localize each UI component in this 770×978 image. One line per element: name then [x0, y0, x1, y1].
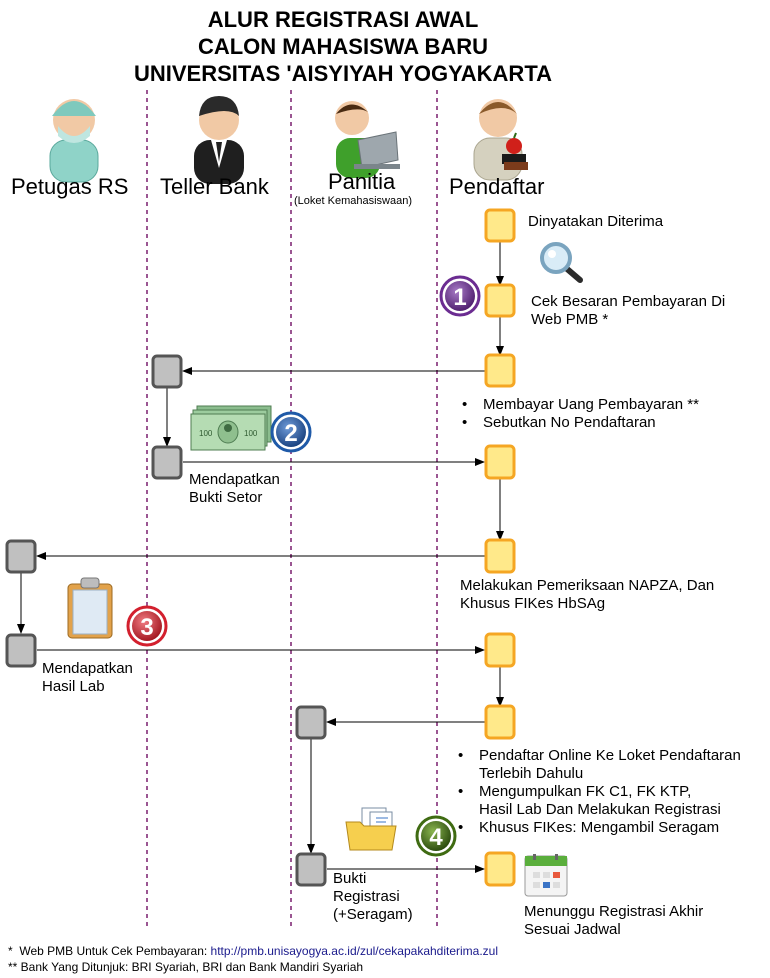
footnote-web-pmb-link[interactable]: http://pmb.unisayogya.ac.id/zul/cekapaka… [210, 944, 499, 958]
step-badge-1-label: 1 [453, 284, 466, 311]
lane-title-petugas-rs: Petugas RS [11, 174, 129, 199]
other-boxes [5, 354, 327, 887]
flow-arrows [17, 242, 504, 873]
box-bayar [484, 353, 516, 388]
title-line-3: UNIVERSITAS 'AISYIYAH YOGYAKARTA [133, 61, 553, 86]
box-panitia-bukti [295, 852, 327, 887]
box-terima-setor [484, 444, 516, 480]
list-item: Mengumpulkan FK C1, FK KTP, Hasil Lab Da… [455, 783, 741, 819]
step-badge-3: 3 [126, 605, 168, 647]
box-bank-setor [151, 445, 183, 480]
step-hasil-lab-line2: Hasil Lab [42, 678, 105, 695]
step-cek-text-line2: Web PMB * [531, 311, 609, 328]
step-napza-line2: Khusus FIKes HbSAg [460, 595, 606, 612]
step-badge-4-label: 4 [429, 824, 443, 851]
box-diterima [484, 208, 516, 243]
calendar-icon [524, 854, 568, 897]
step-bayar-list: Membayar Uang Pembayaran ** Sebutkan No … [459, 396, 699, 432]
money-icon: 100 100 [190, 405, 272, 451]
step-badge-3-label: 3 [140, 614, 153, 641]
lane-title-panitia: Panitia [328, 169, 396, 194]
diagram-title: ALUR REGISTRASI AWAL CALON MAHASISWA BAR… [0, 6, 686, 87]
step-badge-2-label: 2 [284, 420, 297, 447]
step-bukti-setor-line2: Bukti Setor [189, 489, 263, 506]
businessman-icon [194, 96, 244, 184]
money-right-label: 100 [244, 429, 258, 438]
student-icon [473, 99, 528, 181]
step-napza-line1: Melakukan Pemeriksaan NAPZA, Dan [460, 577, 715, 594]
lane-separators [146, 90, 438, 930]
box-menunggu [484, 851, 516, 887]
step-menunggu-line1: Menunggu Registrasi Akhir [524, 903, 704, 920]
box-cek [484, 283, 516, 318]
clipboard-icon [67, 577, 113, 639]
nurse-icon [49, 99, 99, 183]
laptop-user-icon [335, 101, 400, 178]
step-bukti-registrasi-line2: Registrasi [333, 888, 400, 905]
box-online [484, 704, 516, 740]
step-bukti-registrasi-line3: (+Seragam) [333, 906, 413, 923]
box-rs-hasil [5, 633, 37, 668]
footnote-web-pmb: * Web PMB Untuk Cek Pembayaran: http://p… [8, 944, 498, 958]
lane-title-teller-bank: Teller Bank [160, 174, 269, 199]
title-line-2: CALON MAHASISWA BARU [197, 34, 489, 59]
footnote-web-pmb-label: * Web PMB Untuk Cek Pembayaran: [8, 944, 211, 958]
step-online-list: Pendaftar Online Ke Loket Pendaftaran Te… [455, 747, 741, 837]
footnote-bank: ** Bank Yang Ditunjuk: BRI Syariah, BRI … [8, 960, 364, 974]
step-badge-4: 4 [415, 815, 457, 857]
list-item: Pendaftar Online Ke Loket Pendaftaran Te… [455, 747, 741, 783]
step-bukti-setor-line1: Mendapatkan [189, 471, 280, 488]
folder-icon [345, 807, 397, 851]
magnifier-icon [540, 242, 583, 283]
list-item: Sebutkan No Pendaftaran [459, 414, 699, 432]
box-napza [484, 538, 516, 574]
list-item: Khusus FIKes: Mengambil Seragam [455, 819, 741, 837]
box-rs-periksa [5, 539, 37, 574]
step-bukti-registrasi-line1: Bukti [333, 870, 367, 887]
box-panitia-terima [295, 705, 327, 740]
money-left-label: 100 [199, 429, 213, 438]
step-menunggu-line2: Sesuai Jadwal [524, 921, 621, 938]
step-badge-2: 2 [270, 411, 312, 453]
step-diterima-text: Dinyatakan Diterima [528, 213, 664, 230]
lane-subtitle-panitia: (Loket Kemahasiswaan) [294, 195, 413, 207]
title-line-1: ALUR REGISTRASI AWAL [207, 7, 479, 32]
step-badge-1: 1 [439, 275, 481, 317]
box-terima-lab [484, 632, 516, 668]
step-cek-text-line1: Cek Besaran Pembayaran Di [531, 293, 726, 310]
lane-title-pendaftar: Pendaftar [449, 174, 545, 199]
box-bank-terima [151, 354, 183, 389]
pendaftar-boxes [484, 208, 516, 887]
list-item: Membayar Uang Pembayaran ** [459, 396, 699, 414]
step-hasil-lab-line1: Mendapatkan [42, 660, 133, 677]
